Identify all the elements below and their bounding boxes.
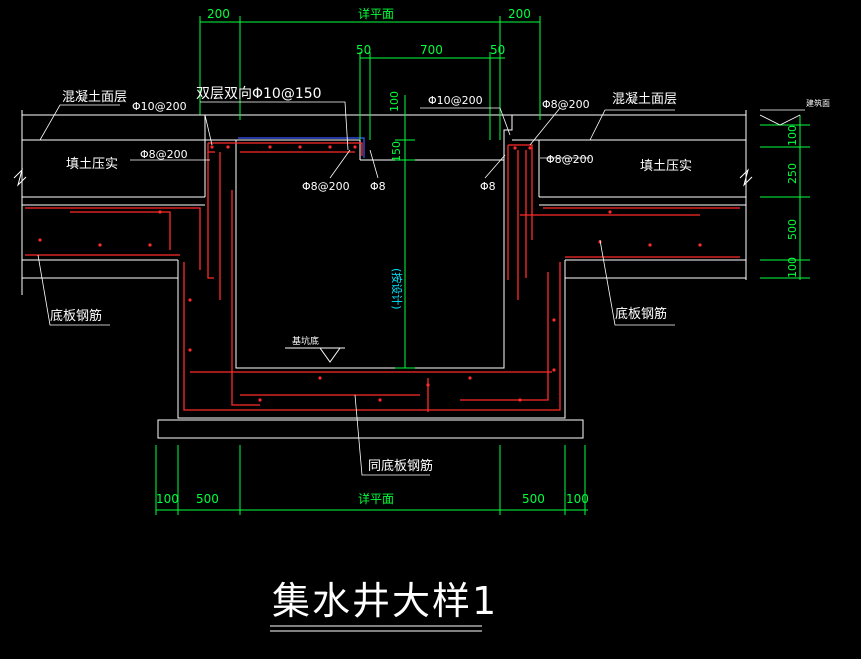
dim-b-100r: 100 — [566, 492, 589, 506]
label-rebar-tl: Φ10@200 — [132, 100, 187, 113]
dim-b-500l: 500 — [196, 492, 219, 506]
dim-top-right: 200 — [508, 7, 531, 21]
label-bottom-rebar-right: 底板钢筋 — [615, 306, 667, 322]
label-rebar-inner-r: Φ8 — [480, 180, 496, 193]
dim-r-250: 250 — [786, 163, 799, 184]
structure-outline — [13, 110, 753, 439]
label-finish-level: 建筑面 — [806, 98, 830, 108]
dim-inner-mid: 700 — [420, 43, 443, 57]
label-rebar-inner-l2: Φ8 — [370, 180, 386, 193]
dim-b-500r: 500 — [522, 492, 545, 506]
dim-r-500: 500 — [786, 219, 799, 240]
cover-blue-bar — [238, 137, 365, 158]
dim-v-100: 100 — [388, 91, 401, 112]
dim-top-left: 200 — [207, 7, 230, 21]
dim-b-100l: 100 — [156, 492, 179, 506]
dim-top-mid: 详平面 — [358, 6, 394, 21]
pit-bottom-marker — [285, 347, 345, 363]
label-pit-bottom: 基坑底 — [292, 335, 319, 347]
label-rebar-tr: Φ10@200 — [428, 94, 483, 107]
dim-r-100a: 100 — [786, 125, 799, 146]
label-rebar-inner-l: Φ8@200 — [302, 180, 350, 193]
dim-r-100b: 100 — [786, 257, 799, 278]
label-bottom-rebar-left: 底板钢筋 — [50, 308, 102, 324]
label-rebar-l-mid: Φ8@200 — [140, 148, 188, 161]
dim-inner-right: 50 — [490, 43, 505, 57]
label-fill-left: 填土压实 — [66, 157, 118, 172]
label-fill-right: 填土压实 — [640, 159, 692, 174]
rebar-layer — [25, 142, 740, 412]
dim-b-mid: 详平面 — [358, 491, 394, 506]
dim-inner-left: 50 — [356, 43, 371, 57]
title-underline — [270, 625, 482, 632]
label-double-layer: 双层双向Φ10@150 — [196, 86, 322, 102]
leader-lines — [37, 101, 805, 476]
dim-v-150: 150 — [390, 141, 403, 162]
label-rebar-r-mid: Φ8@200 — [546, 153, 594, 166]
label-concrete-surface-left: 混凝土面层 — [62, 89, 127, 105]
label-equipment-note: (按设计) — [390, 268, 404, 310]
label-concrete-surface-right: 混凝土面层 — [612, 91, 677, 107]
drawing-title: 集水井大样1 — [272, 579, 498, 623]
label-rebar-r-top: Φ8@200 — [542, 98, 590, 111]
rebar-dots — [38, 145, 702, 402]
dimension-lines — [155, 16, 810, 515]
label-same-as-bottom: 同底板钢筋 — [368, 458, 433, 474]
